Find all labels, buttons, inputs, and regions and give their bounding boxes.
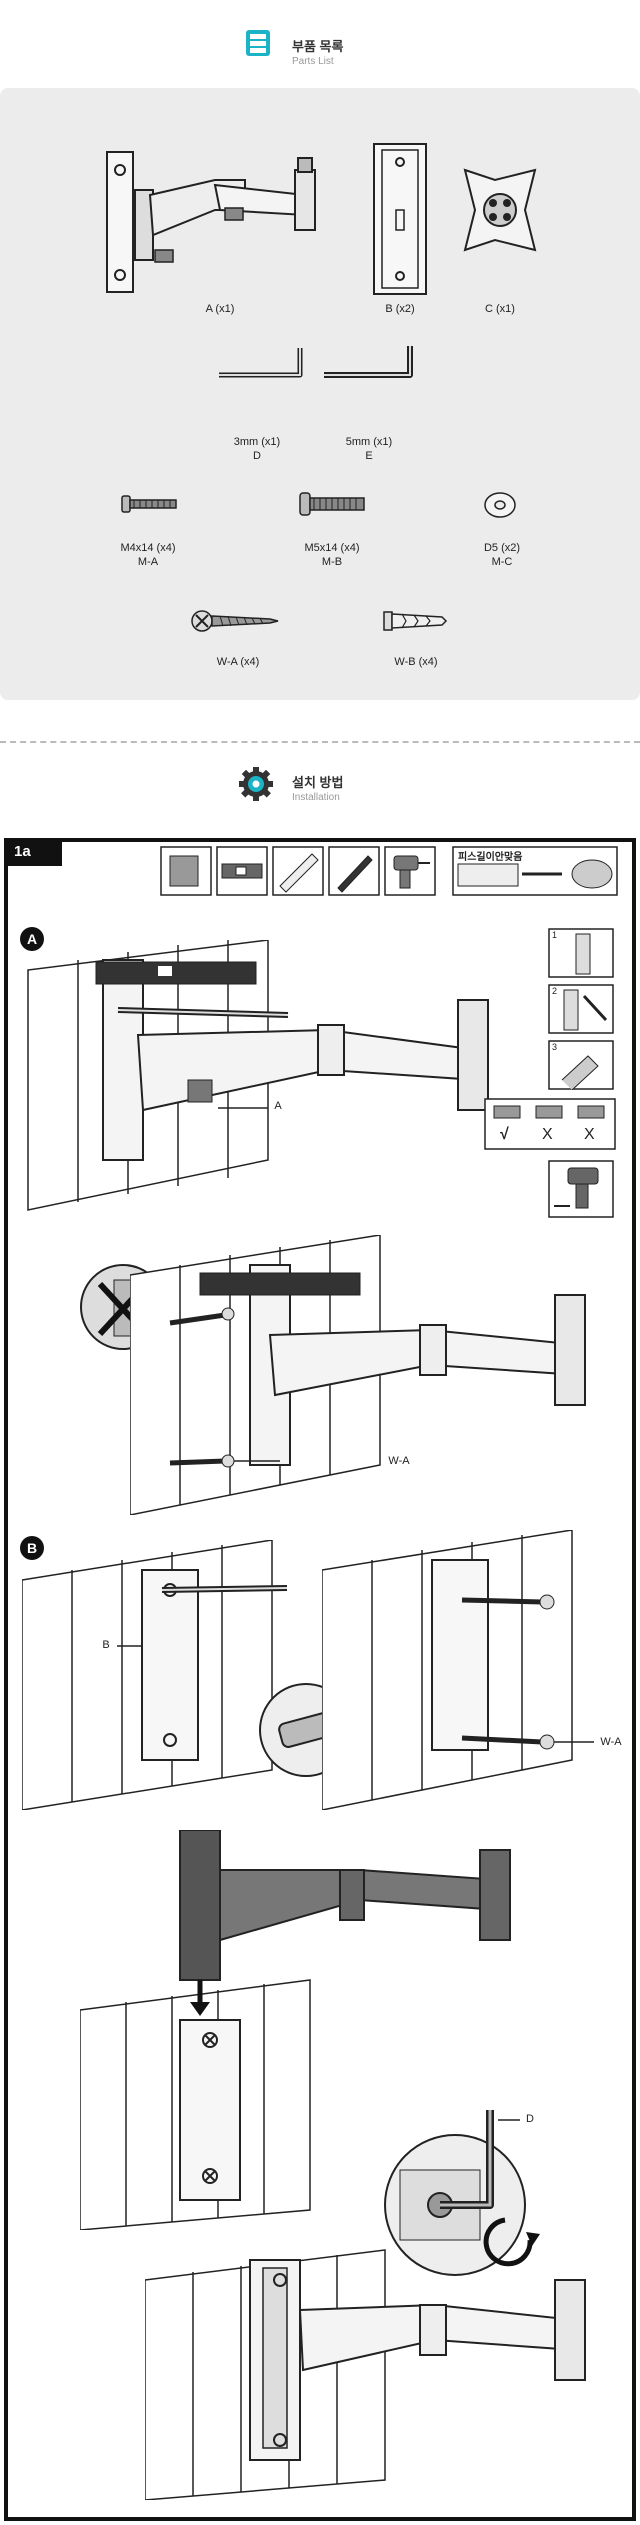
callout-a: A (274, 1100, 282, 1112)
substep-3-number: 3 (552, 1042, 558, 1052)
scene-b4-illustration (145, 2249, 586, 2500)
section-divider (0, 741, 640, 743)
part-wb-illustration (383, 611, 448, 631)
substep-1-illustration (548, 928, 614, 978)
part-b-illustration (373, 143, 427, 295)
part-d-illustration (219, 348, 303, 378)
scene-b3-illustration (80, 1830, 511, 2230)
part-mb-illustration (299, 492, 365, 516)
part-mc-illustration (484, 492, 516, 518)
wall-plate-tool-icon (160, 846, 212, 896)
part-c-label: C (x1) (485, 303, 515, 315)
part-e-size: 5mm (x1) (345, 436, 393, 448)
drill-step-illustration (548, 1160, 614, 1218)
substep-3-illustration (548, 1040, 614, 1090)
part-mb-label: M-B (321, 556, 343, 568)
scene-b1-illustration (22, 1540, 288, 1810)
part-b-label: B (x2) (385, 303, 415, 315)
part-wb-label: W-B (x4) (394, 656, 438, 668)
part-ma-size: M4x14 (x4) (120, 542, 176, 554)
ruler-tool-icon (272, 846, 324, 896)
section-a-marker: A (20, 927, 44, 951)
part-wa-label: W-A (x4) (216, 656, 260, 668)
depth-check-illustration (484, 1098, 616, 1150)
part-d-size: 3mm (x1) (233, 436, 281, 448)
section-b-marker: B (20, 1536, 44, 1560)
part-e-illustration (324, 346, 413, 378)
scene-a2-illustration (130, 1235, 586, 1515)
part-mc-label: M-C (491, 556, 513, 568)
callout-wa-2: W-A (600, 1736, 622, 1748)
parts-list-title: 부품 목록 (292, 39, 344, 54)
substep-2-illustration (548, 984, 614, 1034)
installation-title: 설치 방법 (292, 775, 344, 790)
part-mb-size: M5x14 (x4) (304, 542, 360, 554)
part-a-illustration (106, 151, 316, 293)
depth-check-bad-2: X (584, 1126, 595, 1143)
part-c-illustration (463, 168, 537, 252)
screw-length-note: 피스길이안맞음 (458, 852, 523, 863)
pencil-tool-icon (328, 846, 380, 896)
callout-b: B (102, 1639, 110, 1651)
drill-tool-icon (384, 846, 436, 896)
part-ma-illustration (121, 495, 177, 513)
level-tool-icon (216, 846, 268, 896)
part-mc-size: D5 (x2) (483, 542, 521, 554)
parts-list-icon (243, 28, 273, 58)
callout-d: D (526, 2113, 534, 2125)
part-ma-label: M-A (137, 556, 159, 568)
scene-b2-illustration (322, 1530, 594, 1810)
part-a-label: A (x1) (205, 303, 235, 315)
screw-length-tool-icon (452, 846, 618, 896)
installation-subtitle: Installation (292, 792, 340, 803)
gear-icon (238, 766, 274, 802)
hex-key-detail-illustration (384, 2110, 540, 2276)
tools-strip: 피스길이안맞음 (160, 846, 620, 900)
substep-1-number: 1 (552, 930, 558, 940)
part-wa-illustration (191, 610, 279, 632)
scene-a1-illustration (27, 940, 489, 1211)
callout-wa-1: W-A (388, 1455, 410, 1467)
depth-check-ok: √ (500, 1126, 509, 1143)
part-d-label: D (253, 450, 261, 462)
substep-2-number: 2 (552, 986, 558, 996)
depth-check-bad-1: X (542, 1126, 553, 1143)
parts-list-subtitle: Parts List (292, 56, 334, 67)
step-tab: 1a (4, 838, 62, 866)
part-e-label: E (365, 450, 373, 462)
